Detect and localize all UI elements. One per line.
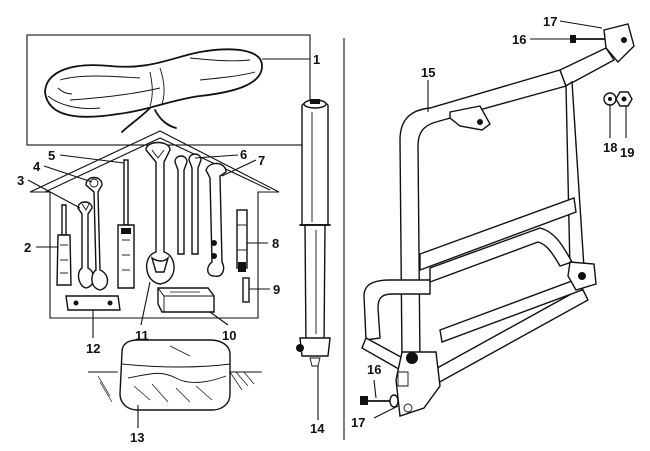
nut-19 [615, 91, 633, 107]
tool-roll-frame [26, 34, 311, 146]
wrench-6 [174, 153, 202, 255]
carrier-cross-bar-upper [419, 197, 577, 272]
callout-19: 19 [620, 145, 634, 160]
callout-17-top: 17 [543, 14, 557, 29]
tool-tin-13: 13 [88, 339, 262, 445]
wrench-4 [85, 176, 109, 291]
callout-6: 6 [240, 147, 247, 162]
callout-16-bottom: 16 [367, 362, 381, 377]
carrier-left-mount [395, 351, 441, 417]
leader-5 [59, 154, 125, 164]
callout-17-bottom: 17 [351, 415, 365, 430]
bent-wrench-7 [205, 162, 227, 277]
callout-2: 2 [24, 240, 31, 255]
tool-board: 2 3 4 5 6 7 8 9 10 11 12 [17, 130, 280, 356]
leader-6 [194, 154, 239, 159]
leader-11 [140, 281, 151, 326]
large-spanner-11 [145, 141, 175, 285]
callout-3: 3 [17, 173, 24, 188]
carrier-top-bar [559, 47, 616, 87]
luggage-carrier-15: 15 [361, 23, 635, 417]
tin-box-10 [157, 287, 215, 313]
small-screwdriver [56, 204, 72, 286]
leader-4 [43, 165, 93, 183]
callout-11: 11 [135, 328, 149, 343]
callout-18: 18 [603, 140, 617, 155]
callout-4: 4 [33, 159, 41, 174]
leader-10 [209, 311, 229, 326]
wrench-3 [77, 201, 95, 289]
carrier-lower-loop [363, 279, 431, 341]
carrier-mid-bar [439, 277, 583, 343]
box-spanner-8 [236, 209, 248, 272]
carrier-right-tube [565, 80, 585, 271]
bolt-16-top [570, 35, 605, 43]
bolt-16-bottom [360, 394, 399, 408]
large-screwdriver [117, 159, 135, 289]
callout-8: 8 [272, 236, 279, 251]
tin-surface-hatch [133, 345, 213, 403]
carrier-top-lug [603, 23, 635, 64]
tool-board-outline [29, 130, 280, 319]
leader-3 [27, 179, 81, 209]
tool-board-inner-roof [44, 137, 271, 193]
leader-17-top [559, 20, 603, 29]
leader-17-bottom [373, 405, 399, 419]
tyre-lever-12 [65, 295, 121, 311]
callout-7: 7 [258, 153, 265, 168]
fasteners: 16 17 18 19 16 17 [351, 14, 634, 430]
callout-15: 15 [421, 65, 435, 80]
tool-roll-panel: 1 [26, 34, 320, 146]
washer-18 [603, 92, 617, 106]
tyre-pump-14: 14 [296, 99, 331, 436]
tool-roll-bag [44, 48, 263, 133]
callout-13: 13 [130, 430, 144, 445]
callout-16-top: 16 [512, 32, 526, 47]
callout-14: 14 [310, 421, 325, 436]
tommy-bar-9 [242, 277, 250, 303]
callout-5: 5 [48, 148, 55, 163]
tin-shadow-hatch [97, 371, 255, 403]
carrier-cross-bar-lower [429, 227, 574, 284]
callout-1: 1 [313, 52, 320, 67]
callout-10: 10 [222, 328, 236, 343]
callout-12: 12 [86, 341, 100, 356]
leader-16-bottom [373, 379, 377, 399]
leader-7 [221, 159, 257, 177]
callout-9: 9 [273, 282, 280, 297]
